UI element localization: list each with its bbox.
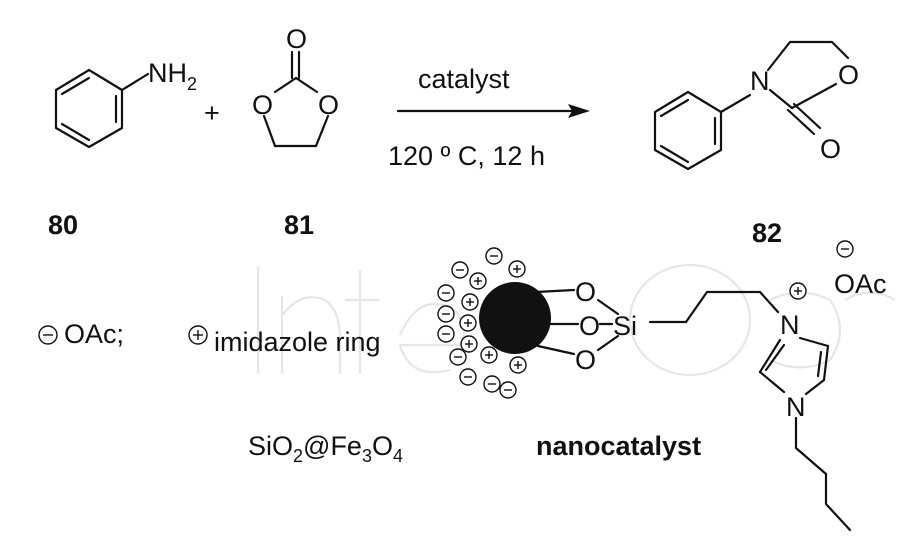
legend-anion-label: OAc;	[64, 319, 124, 349]
anion-icon	[437, 284, 455, 302]
reaction-arrow: catalyst 120 º C, 12 h	[388, 64, 590, 171]
anion-icon	[836, 240, 854, 258]
anion-icon	[483, 375, 501, 393]
anion-icon	[459, 368, 477, 386]
anion-icon	[485, 247, 503, 265]
amine-group-label: NH2	[148, 58, 197, 94]
ring-oxygen-left-label: O	[252, 90, 273, 120]
cation-icon	[461, 293, 479, 311]
anion-icon	[499, 381, 517, 399]
surface-charge-icons	[437, 247, 527, 399]
compound-80-aniline: NH2	[54, 58, 197, 149]
oxygen-bottom-label: O	[575, 345, 596, 375]
compound-81-ethylene-carbonate: O O O	[252, 24, 339, 148]
anion-icon	[437, 305, 455, 323]
cation-icon	[460, 335, 478, 353]
cation-icon	[508, 260, 526, 278]
imidazolium-group: N N OAc	[648, 240, 887, 532]
cation-icon	[459, 314, 477, 332]
ring-oxygen-right-label: O	[318, 90, 339, 120]
ring-oxygen-label: O	[838, 60, 859, 90]
nitrogen-label: N	[750, 66, 770, 96]
anion-icon	[451, 261, 469, 279]
legend-cation-label: imidazole ring	[214, 327, 381, 357]
compound-number-81: 81	[284, 210, 314, 240]
cation-icon	[480, 346, 498, 364]
nanocatalyst-label: nanocatalyst	[536, 431, 701, 461]
compound-82-oxazolidinone: N O O	[653, 40, 859, 171]
compound-number-82: 82	[752, 218, 782, 248]
acetate-anion-label: OAc	[834, 269, 887, 299]
condition-temperature-time-label: 120 º C, 12 h	[388, 141, 545, 171]
cation-icon	[469, 272, 487, 290]
watermark	[256, 263, 896, 377]
siloxane-linker: O O O Si	[534, 277, 637, 375]
cation-icon	[789, 282, 807, 300]
imidazole-nitrogen-label: N	[786, 392, 806, 422]
carbonyl-oxygen-label: O	[286, 24, 307, 54]
charge-legend: OAc; imidazole ring	[38, 319, 381, 357]
cation-icon	[509, 356, 527, 374]
plus-sign: +	[204, 98, 220, 128]
imidazolium-nitrogen-label: N	[780, 310, 800, 340]
condition-catalyst-label: catalyst	[418, 64, 510, 94]
nanoparticle-core	[479, 282, 551, 354]
magnetic-nanoparticle	[437, 247, 551, 399]
oxygen-middle-label: O	[579, 311, 600, 341]
oxygen-top-label: O	[575, 277, 596, 307]
anion-icon	[437, 325, 455, 343]
anion-icon	[449, 348, 467, 366]
compound-number-80: 80	[48, 210, 78, 240]
carbonyl-oxygen-label: O	[820, 134, 841, 164]
silicon-label: Si	[613, 311, 637, 341]
support-label: SiO2@Fe3O4	[248, 431, 403, 466]
